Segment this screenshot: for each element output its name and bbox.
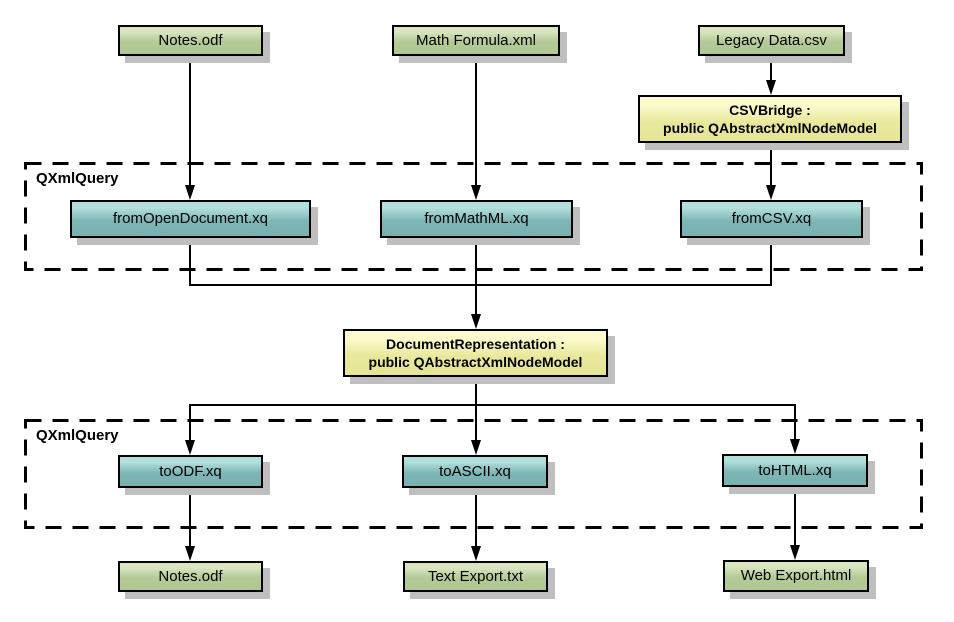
node-label: toHTML.xq: [758, 461, 832, 479]
node-file-legacy-data-csv: Legacy Data.csv: [698, 25, 845, 56]
node-query-to-ascii: toASCII.xq: [402, 455, 548, 488]
group-label-qxmlquery-top: QXmlQuery: [36, 170, 119, 187]
arrowhead-icon: [471, 440, 481, 455]
node-label-line2: public QAbstractXmlNodeModel: [368, 354, 583, 370]
arrowheads: [185, 80, 800, 561]
node-label-line2: public QAbstractXmlNodeModel: [663, 120, 877, 136]
node-file-math-formula-xml: Math Formula.xml: [392, 25, 560, 56]
group-box-qxmlquery-top: [24, 162, 923, 271]
arrowhead-icon: [790, 439, 800, 454]
node-label: fromOpenDocument.xq: [112, 210, 269, 227]
node-class-document-representation: DocumentRepresentation : public QAbstrac…: [343, 329, 608, 377]
node-label: Notes.odf: [158, 31, 223, 49]
node-label-line1: CSVBridge :: [729, 101, 811, 118]
arrowhead-icon: [471, 185, 481, 200]
node-label: Legacy Data.csv: [716, 31, 827, 49]
node-label: fromMathML.xq: [424, 210, 529, 227]
arrowhead-icon: [471, 546, 481, 561]
node-query-to-html: toHTML.xq: [722, 454, 868, 487]
arrowhead-icon: [185, 440, 195, 455]
node-query-to-odf: toODF.xq: [118, 455, 263, 488]
node-label: Notes.odf: [158, 567, 223, 585]
node-label: Math Formula.xml: [415, 31, 537, 49]
node-file-notes-odf-input: Notes.odf: [118, 25, 263, 56]
node-class-csvbridge: CSVBridge : public QAbstractXmlNodeModel: [638, 95, 902, 143]
arrowhead-icon: [766, 80, 776, 95]
node-label: toASCII.xq: [439, 462, 511, 480]
node-label: Web Export.html: [740, 567, 852, 584]
node-file-notes-odf-output: Notes.odf: [118, 561, 263, 592]
arrowhead-icon: [790, 545, 800, 560]
arrowhead-icon: [766, 185, 776, 200]
node-query-from-csv: fromCSV.xq: [680, 200, 863, 238]
connector-edges: [189, 56, 796, 548]
arrowhead-icon: [185, 185, 195, 200]
node-label: toODF.xq: [159, 462, 222, 480]
node-query-from-opendocument: fromOpenDocument.xq: [70, 200, 311, 238]
group-box-qxmlquery-bottom: [24, 419, 923, 529]
node-label: Text Export.txt: [427, 567, 524, 585]
arrowhead-icon: [471, 314, 481, 329]
group-label-qxmlquery-bottom: QXmlQuery: [36, 427, 119, 444]
arrowhead-icon: [185, 546, 195, 561]
node-file-text-export-txt: Text Export.txt: [403, 561, 548, 592]
node-file-web-export-html: Web Export.html: [723, 560, 869, 592]
node-query-from-mathml: fromMathML.xq: [380, 200, 573, 238]
node-label-line1: DocumentRepresentation :: [386, 335, 565, 352]
node-label: fromCSV.xq: [731, 210, 812, 227]
